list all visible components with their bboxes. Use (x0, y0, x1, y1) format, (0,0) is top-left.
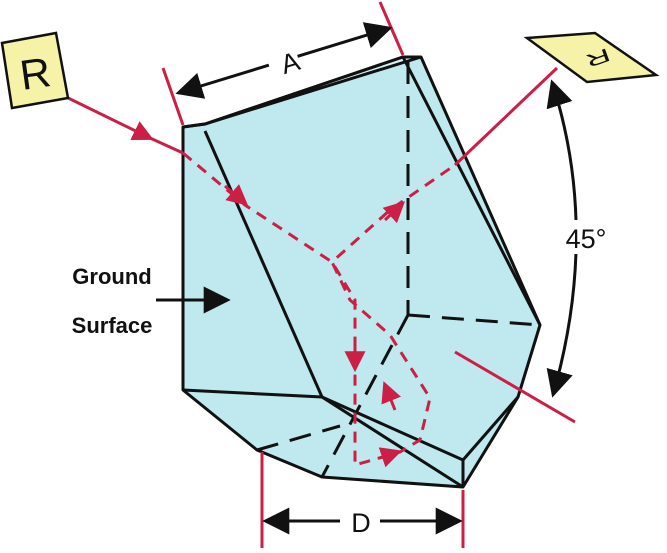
beam-internal-path (182, 151, 456, 467)
prism-edge (401, 56, 542, 326)
dimension-d: D (260, 452, 465, 548)
prism-edge (203, 130, 324, 398)
input-image-letter: R (17, 48, 54, 99)
light-beam (61, 66, 576, 468)
beam-arrow-3 (378, 447, 402, 468)
dimension-d-label: D (351, 508, 371, 538)
surface-label-line2: Surface (72, 313, 153, 338)
beam-input (61, 93, 154, 141)
angle-label: 45° (566, 224, 607, 254)
beam-reference-line (454, 350, 576, 424)
beam-arrow-5 (382, 201, 406, 224)
prism-edge (461, 396, 520, 461)
beam-arrow-4 (381, 381, 401, 411)
surface-label-line1: Ground (72, 264, 151, 289)
beam-output (453, 66, 559, 167)
prism-hidden-edges (256, 62, 541, 478)
prism-edge (321, 395, 464, 462)
beam-arrow-1 (224, 184, 249, 206)
output-image-card: R (523, 31, 660, 84)
dimension-a: A (161, 1, 405, 126)
angle-indicator: 45° (546, 79, 615, 398)
ground-surface-callout: Ground Surface (72, 264, 231, 338)
input-image-card: R (0, 31, 70, 110)
prism-body (181, 55, 542, 489)
